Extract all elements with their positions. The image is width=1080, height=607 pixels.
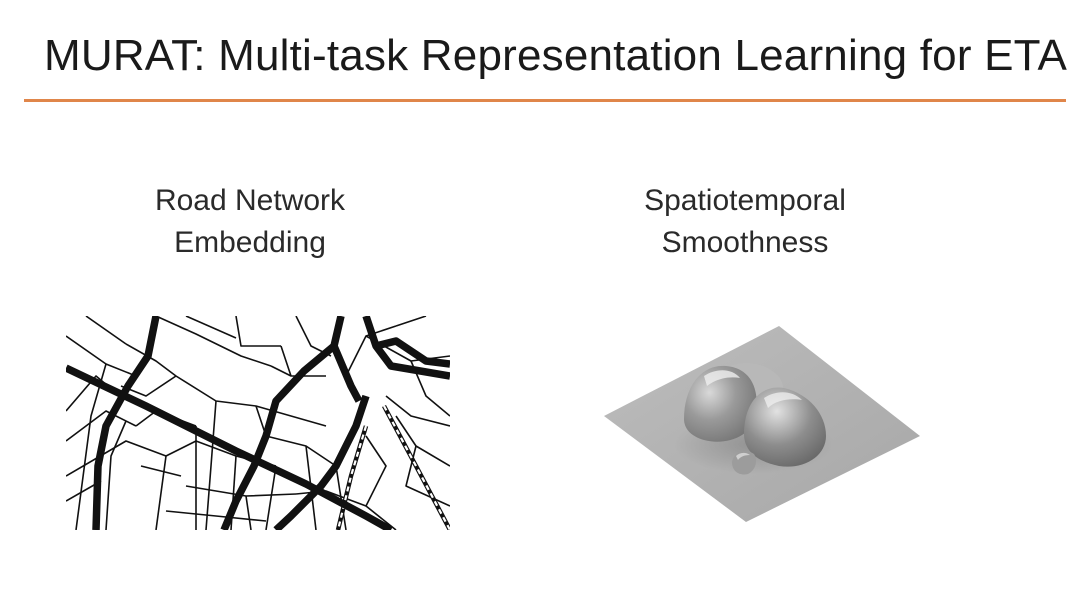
major-roads — [66, 316, 450, 530]
railway-lines — [335, 404, 450, 530]
bump-left — [684, 365, 757, 442]
bump-right — [744, 387, 826, 467]
road-network-caption-line1: Road Network — [154, 184, 346, 217]
smoothness-caption: Spatiotemporal Smoothness — [600, 180, 890, 264]
road-gaps — [346, 334, 378, 383]
road-network-caption: Road Network Embedding — [110, 180, 390, 264]
road-network-caption-line2: Embedding — [174, 226, 326, 259]
spatiotemporal-surface-image — [604, 326, 920, 522]
slide-title: MURAT: Multi-task Representation Learnin… — [44, 31, 1068, 80]
road-network-map-image — [66, 316, 450, 530]
smoothness-caption-line1: Spatiotemporal — [644, 184, 846, 217]
title-underline — [24, 99, 1066, 102]
smoothness-caption-line2: Smoothness — [661, 226, 829, 259]
